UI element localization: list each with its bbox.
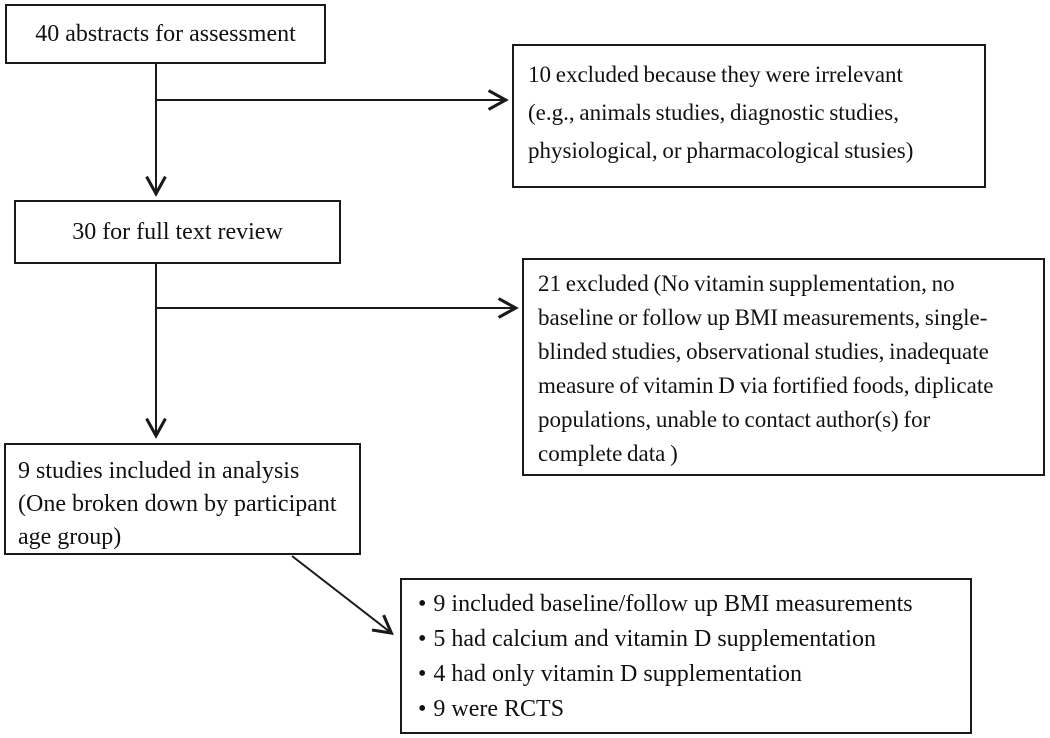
bullet-icon: •: [418, 591, 427, 617]
bullet-icon: •: [418, 626, 427, 652]
analysis-detail-item: • 9 included baseline/follow up BMI meas…: [418, 587, 954, 622]
analysis-detail-text: 5 had calcium and vitamin D supplementat…: [433, 626, 876, 652]
arrow-included-to-details: [291, 555, 394, 636]
analysis-detail-text: 9 were RCTS: [433, 696, 565, 722]
excluded-full-text-line: 21 excluded (No vitamin supplementation,…: [538, 271, 955, 296]
box-full-text-review: 30 for full text review: [14, 200, 341, 264]
excluded-full-text-line: complete data ): [538, 441, 678, 466]
excluded-irrelevant-line: physiological, or pharmacological stusie…: [528, 138, 914, 163]
studies-included-line: age group): [18, 524, 122, 550]
box-abstracts-text: 40 abstracts for assessment: [35, 20, 296, 47]
analysis-detail-text: 4 had only vitamin D supplementation: [433, 661, 803, 687]
box-full-text-review-text: 30 for full text review: [72, 218, 283, 245]
analysis-detail-item: • 9 were RCTS: [418, 692, 954, 727]
excluded-full-text-line: blinded studies, observational studies, …: [538, 339, 989, 364]
box-abstracts-for-assessment: 40 abstracts for assessment: [5, 4, 326, 64]
excluded-full-text-line: populations, unable to contact author(s)…: [538, 407, 931, 432]
analysis-detail-text: 9 included baseline/follow up BMI measur…: [433, 591, 913, 617]
studies-included-line: 9 studies included in analysis: [18, 458, 300, 484]
excluded-full-text-line: baseline or follow up BMI measurements, …: [538, 305, 988, 330]
studies-included-line: (One broken down by participant: [18, 491, 337, 517]
excluded-irrelevant-line: 10 excluded because they were irrelevant: [528, 62, 903, 87]
analysis-detail-item: • 4 had only vitamin D supplementation: [418, 657, 954, 692]
box-analysis-details: • 9 included baseline/follow up BMI meas…: [400, 578, 972, 734]
box-excluded-full-text: 21 excluded (No vitamin supplementation,…: [522, 258, 1045, 476]
analysis-detail-item: • 5 had calcium and vitamin D supplement…: [418, 622, 954, 657]
box-excluded-irrelevant: 10 excluded because they were irrelevant…: [512, 44, 986, 188]
bullet-icon: •: [418, 696, 427, 722]
box-studies-included: 9 studies included in analysis (One brok…: [4, 443, 361, 555]
excluded-full-text-line: measure of vitamin D via fortified foods…: [538, 373, 994, 398]
bullet-icon: •: [418, 661, 427, 687]
excluded-irrelevant-line: (e.g., animals studies, diagnostic studi…: [528, 100, 899, 125]
